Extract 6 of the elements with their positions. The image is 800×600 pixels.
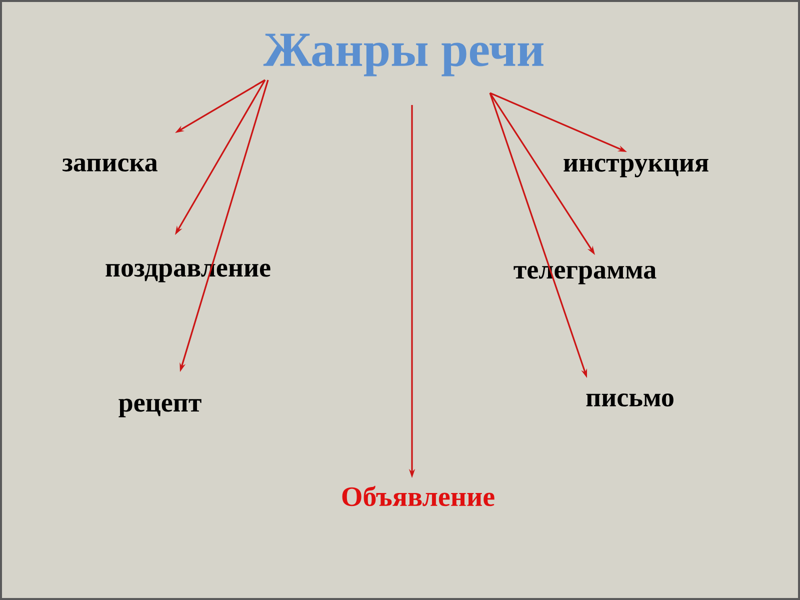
genre-label: письмо xyxy=(586,394,674,406)
genre-label: Объявление xyxy=(342,486,494,506)
genre-label: инструкция xyxy=(564,158,708,178)
genre-label: рецепт xyxy=(118,398,202,418)
genre-label: записка xyxy=(62,158,158,172)
title: Жанры речи xyxy=(263,34,544,76)
